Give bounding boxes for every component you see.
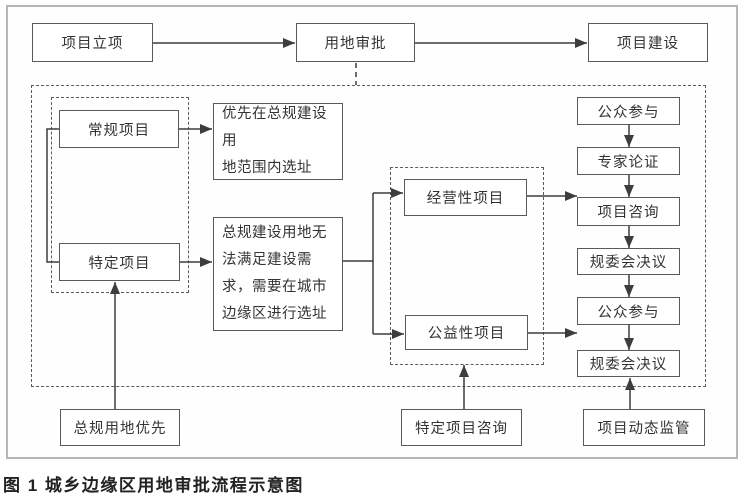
node-public-welfare-project: 公益性项目	[405, 315, 528, 350]
node-regular-project: 常规项目	[59, 110, 179, 148]
node-step-committee-decision-2: 规委会决议	[577, 350, 680, 377]
node-commercial-project: 经营性项目	[404, 179, 527, 216]
node-dynamic-supervision: 项目动态监管	[583, 409, 705, 446]
node-regular-siting-rule: 优先在总规建设用 地范围内选址	[213, 103, 343, 180]
fringe-project-dashed-group	[390, 167, 544, 365]
node-project-construction: 项目建设	[588, 23, 708, 62]
node-step-committee-decision-1: 规委会决议	[577, 248, 680, 275]
node-step-project-consultation: 项目咨询	[577, 197, 680, 226]
figure-caption: 图 1 城乡边缘区用地审批流程示意图	[3, 476, 304, 495]
node-step-public-participation-2: 公众参与	[577, 297, 680, 325]
node-land-approval: 用地审批	[296, 23, 415, 62]
node-master-plan-priority: 总规用地优先	[60, 409, 180, 446]
approval-process-dashed-container	[31, 85, 706, 387]
node-specific-project-consultation: 特定项目咨询	[401, 409, 522, 446]
node-specific-project: 特定项目	[59, 243, 180, 281]
node-step-expert-review: 专家论证	[577, 147, 680, 175]
node-project-initiation: 项目立项	[32, 23, 153, 62]
node-step-public-participation-1: 公众参与	[577, 97, 680, 125]
node-specific-siting-rule: 总规建设用地无 法满足建设需 求，需要在城市 边缘区进行选址	[213, 217, 343, 331]
